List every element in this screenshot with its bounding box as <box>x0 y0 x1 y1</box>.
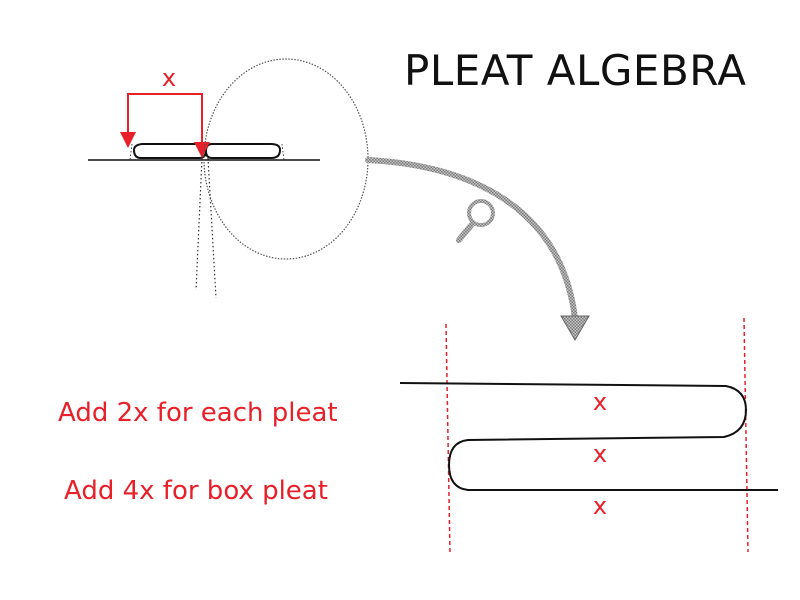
fold-label-top: x <box>593 388 607 416</box>
rule-box-pleat: Add 4x for box pleat <box>64 476 328 506</box>
hanging-leg-left <box>195 157 203 291</box>
fold-label-middle: x <box>593 440 607 468</box>
right-fold-tick <box>281 143 285 161</box>
right-flap <box>204 143 282 159</box>
zoomed-pleat: x x x <box>399 317 778 555</box>
left-flap <box>132 143 208 159</box>
measure-bracket <box>127 93 210 158</box>
page-title: PLEAT ALGEBRA <box>404 46 747 95</box>
zoom-arrow <box>365 157 590 341</box>
right-reference-line <box>743 317 749 553</box>
folded-fabric <box>399 382 778 491</box>
measure-label: x <box>162 64 176 92</box>
zoom-arrow-head <box>560 315 590 341</box>
left-fold-tick <box>129 143 133 161</box>
magnifier-icon <box>456 199 495 243</box>
rule-each-pleat: Add 2x for each pleat <box>58 398 338 428</box>
hanging-leg-right <box>207 157 217 299</box>
small-pleat-sketch: x <box>88 64 320 299</box>
fold-label-bottom: x <box>593 492 607 520</box>
left-reference-line <box>445 323 451 555</box>
